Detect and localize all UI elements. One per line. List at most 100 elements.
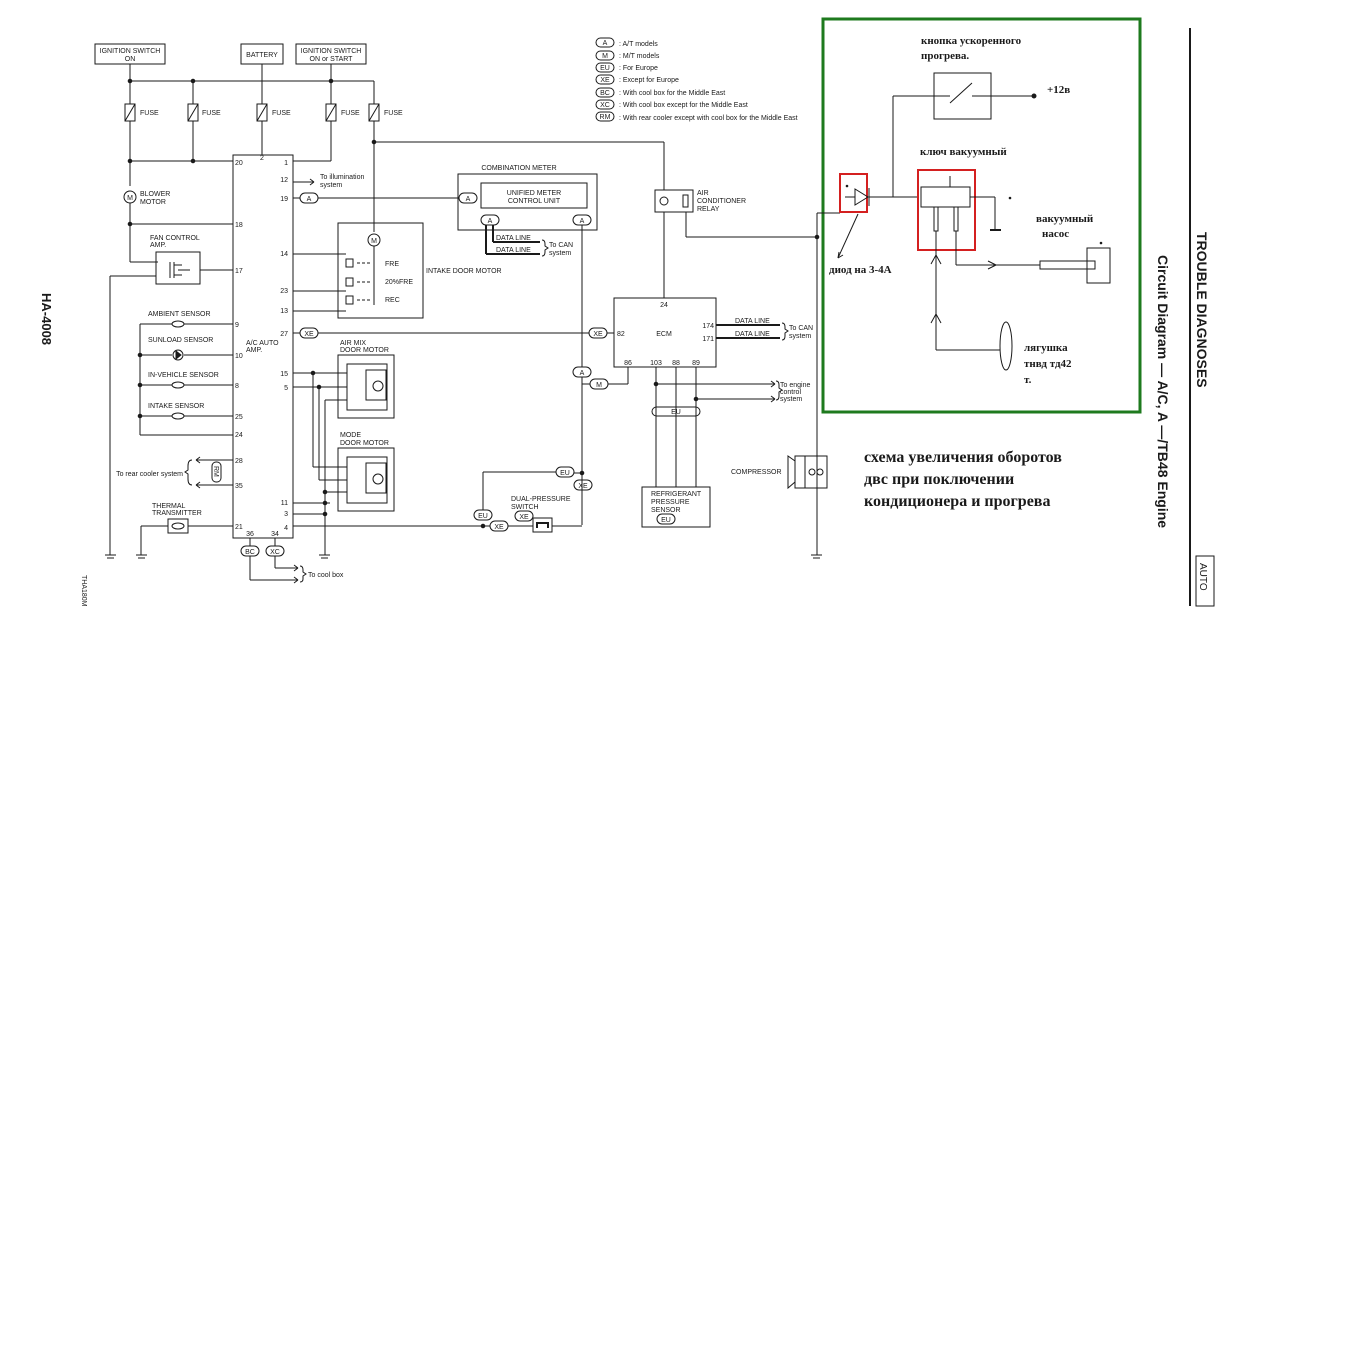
modification-caption: схема увеличения оборотов двс при поключ…	[864, 449, 1062, 510]
svg-text:To CAN: To CAN	[549, 242, 573, 249]
diode-highlight	[839, 173, 868, 213]
svg-text:EU: EU	[560, 470, 570, 477]
legend-item: BC: With cool box for the Middle East	[595, 87, 725, 98]
ignition-switch-on-box: IGNITION SWITCH ON	[94, 43, 166, 65]
svg-text:INTAKE SENSOR: INTAKE SENSOR	[148, 403, 204, 410]
modification-frame	[821, 17, 1142, 414]
legend: A : A/T models M: M/T models EU: For Euro…	[595, 37, 798, 122]
fuse: FUSE	[325, 103, 360, 122]
in-vehicle-sensor: IN-VEHICLE SENSOR	[140, 372, 233, 389]
diagram-title: Circuit Diagram — A/C, A —/TB48 Engine	[1155, 255, 1171, 528]
svg-text:COMBINATION METER: COMBINATION METER	[481, 165, 556, 172]
legend-item: RM: With rear cooler except with cool bo…	[595, 111, 798, 122]
svg-text:A: A	[307, 196, 312, 203]
svg-text:5: 5	[284, 385, 288, 392]
intake-door-motor: INTAKE DOOR MOTOR M FRE 20%FRE REC	[337, 222, 502, 319]
svg-text:174: 174	[702, 323, 714, 330]
plus12-terminal	[1031, 93, 1037, 99]
svg-text:COMPRESSOR: COMPRESSOR	[731, 469, 782, 476]
svg-text:SWITCH: SWITCH	[511, 504, 539, 511]
svg-text:17: 17	[235, 268, 243, 275]
auto-tab-label: AUTO	[1197, 563, 1208, 591]
svg-text:MOTOR: MOTOR	[140, 199, 166, 206]
svg-text:15: 15	[280, 371, 288, 378]
ecm: ECM 24 82 86 103 88 89 174 171	[613, 297, 717, 368]
svg-text:8: 8	[235, 383, 239, 390]
svg-text:RELAY: RELAY	[697, 206, 720, 213]
svg-text:ключ вакуумный: ключ вакуумный	[920, 146, 1007, 158]
svg-text:XC: XC	[600, 102, 610, 109]
svg-text:INTAKE DOOR MOTOR: INTAKE DOOR MOTOR	[426, 268, 502, 275]
svg-text:36: 36	[246, 531, 254, 538]
svg-text:FUSE: FUSE	[140, 110, 159, 117]
svg-text:system: system	[789, 333, 811, 340]
vacuum-key-icon	[920, 176, 1001, 232]
svg-text:EU: EU	[671, 409, 681, 416]
amp-pin-numbers: 2 1 12 19 14 23 13 27 15 5 11 3 4 20 18 …	[235, 155, 288, 538]
svg-text:34: 34	[271, 531, 279, 538]
svg-text:BLOWER: BLOWER	[140, 191, 170, 198]
svg-text:XC: XC	[270, 549, 280, 556]
svg-text:IGNITION SWITCH: IGNITION SWITCH	[100, 48, 161, 55]
ground-symbol	[811, 554, 822, 559]
svg-text:тнвд тд42: тнвд тд42	[1024, 358, 1072, 370]
svg-text:CONDITIONER: CONDITIONER	[697, 198, 746, 205]
legend-item: XE: Except for Europe	[595, 74, 679, 85]
auto-tab	[1195, 555, 1215, 607]
svg-text:: With cool box except for the: : With cool box except for the Middle Ea…	[619, 102, 748, 109]
svg-text:89: 89	[692, 360, 700, 367]
svg-text:19: 19	[280, 196, 288, 203]
svg-text:A: A	[466, 196, 471, 203]
svg-text:REC: REC	[385, 297, 400, 304]
svg-text:: M/T models: : M/T models	[619, 53, 660, 60]
svg-text:BC: BC	[245, 549, 255, 556]
svg-text:FUSE: FUSE	[202, 110, 221, 117]
fuse: FUSE	[124, 103, 159, 122]
svg-text:12: 12	[280, 177, 288, 184]
svg-text:DATA LINE: DATA LINE	[735, 331, 770, 338]
svg-text:A: A	[580, 218, 585, 225]
svg-text:AMBIENT SENSOR: AMBIENT SENSOR	[148, 311, 211, 318]
legend-item: EU: For Europe	[595, 62, 658, 73]
ground-symbol	[105, 554, 116, 559]
svg-text:M: M	[596, 382, 602, 389]
thermal-transmitter: THERMAL TRANSMITTER	[141, 503, 233, 534]
svg-text:IGNITION SWITCH: IGNITION SWITCH	[301, 48, 362, 55]
sunload-sensor: SUNLOAD SENSOR	[140, 337, 233, 361]
svg-text:XE: XE	[519, 514, 529, 521]
svg-text:насос: насос	[1042, 228, 1069, 240]
svg-text:диод на 3-4А: диод на 3-4А	[829, 264, 892, 276]
svg-text:: Except for Europe: : Except for Europe	[619, 77, 679, 84]
compressor: COMPRESSOR	[731, 455, 828, 490]
ground-symbol	[136, 554, 147, 559]
svg-text:XE: XE	[304, 331, 314, 338]
svg-text:DUAL-PRESSURE: DUAL-PRESSURE	[511, 496, 571, 503]
ac-relay: AIR CONDITIONER RELAY	[654, 189, 746, 213]
svg-text:DOOR MOTOR: DOOR MOTOR	[340, 440, 389, 447]
dual-pressure-switch: DUAL-PRESSURE SWITCH XE	[511, 496, 571, 533]
svg-text:AMP.: AMP.	[246, 347, 262, 354]
svg-text:A/C AUTO: A/C AUTO	[246, 340, 279, 347]
svg-text:DOOR MOTOR: DOOR MOTOR	[340, 347, 389, 354]
legend-item: M: M/T models	[595, 50, 660, 61]
mode-door-motor: MODE DOOR MOTOR	[337, 432, 395, 512]
svg-text:кондиционера и прогрева: кондиционера и прогрева	[864, 493, 1050, 510]
combination-meter: COMBINATION METER UNIFIED METER CONTROL …	[457, 165, 598, 231]
svg-text:: With cool box for the Middle: : With cool box for the Middle East	[619, 90, 725, 97]
svg-text:THERMAL: THERMAL	[152, 503, 186, 510]
svg-text:18: 18	[235, 222, 243, 229]
svg-text:9: 9	[235, 322, 239, 329]
svg-text:: A/T models: : A/T models	[619, 41, 658, 48]
svg-text:A: A	[603, 40, 608, 47]
svg-text:UNIFIED METER: UNIFIED METER	[507, 190, 561, 197]
svg-text:: For Europe: : For Europe	[619, 65, 658, 72]
injection-pump-lever-icon	[999, 321, 1013, 371]
svg-text:14: 14	[280, 251, 288, 258]
ambient-sensor: AMBIENT SENSOR	[140, 311, 233, 328]
svg-text:FAN CONTROL: FAN CONTROL	[150, 235, 200, 242]
svg-text:10: 10	[235, 353, 243, 360]
vacuum-key-highlight	[917, 169, 976, 251]
svg-text:DATA LINE: DATA LINE	[735, 318, 770, 325]
diode-icon	[845, 184, 870, 206]
svg-text:ON or START: ON or START	[310, 56, 354, 63]
